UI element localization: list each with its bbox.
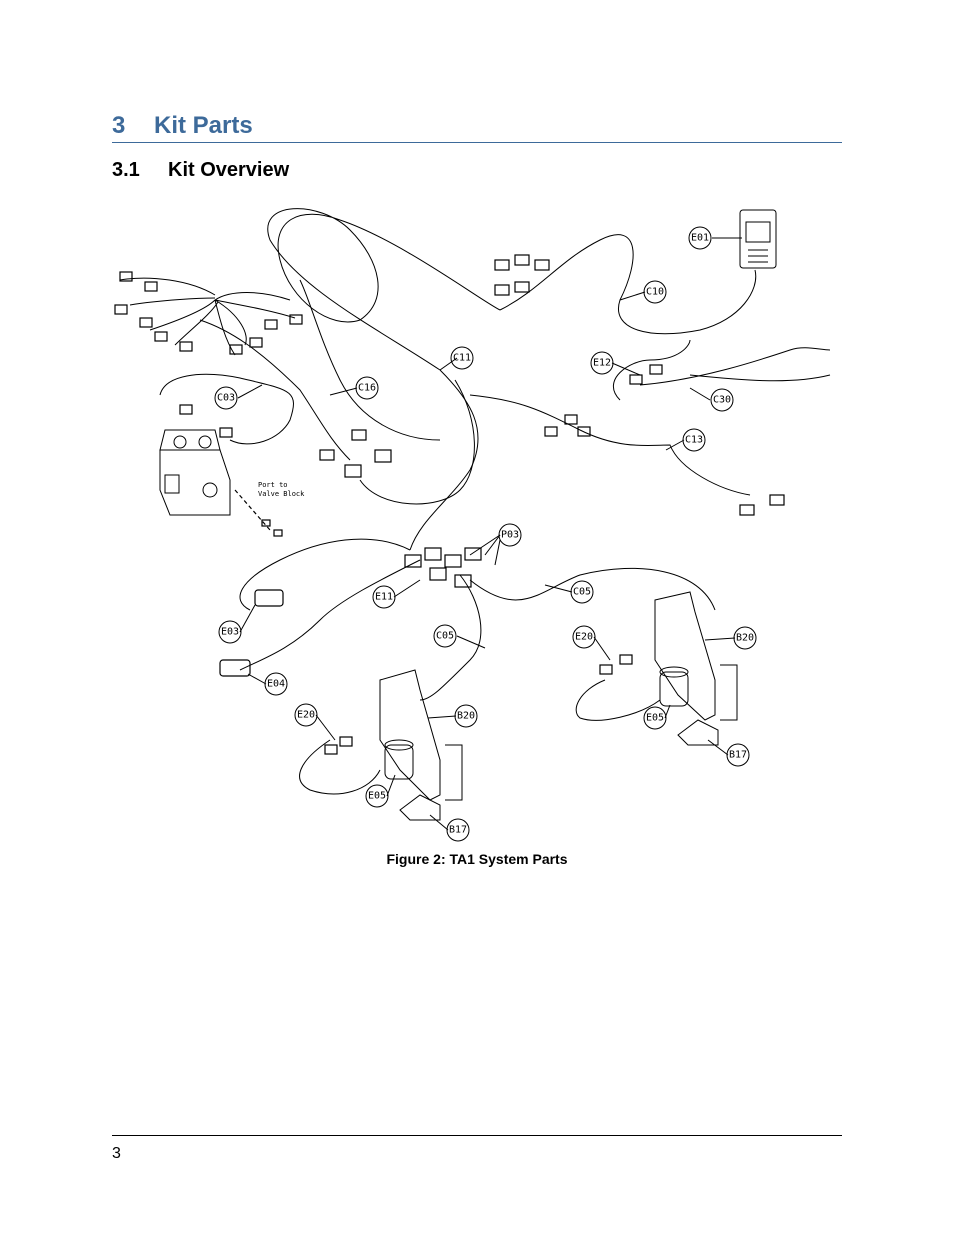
callout-circles xyxy=(214,226,757,842)
harness-e03 xyxy=(239,538,411,611)
callout-b17-left: B17 xyxy=(449,825,467,836)
callout-c30: C30 xyxy=(713,395,731,406)
harness-c13 xyxy=(469,394,751,496)
subsection-title: Kit Overview xyxy=(168,159,290,181)
harness-e20-right xyxy=(575,679,661,721)
callout-e20-left: E20 xyxy=(297,710,315,721)
callout-e05-left: E05 xyxy=(368,791,386,802)
bracket-assembly-right xyxy=(654,591,738,746)
callout-b20-right: B20 xyxy=(736,633,754,644)
bracket-assembly-left xyxy=(379,669,463,821)
footer-divider xyxy=(112,1135,842,1136)
harness-c30 xyxy=(639,347,831,386)
callout-e11: E11 xyxy=(375,592,393,603)
callout-e04: E04 xyxy=(267,679,285,690)
callout-c03: C03 xyxy=(217,393,235,404)
section-title: Kit Parts xyxy=(154,112,253,139)
figure-caption: Figure 2: TA1 System Parts xyxy=(386,851,568,867)
subsection-number: 3.1 xyxy=(112,159,140,181)
harness-e04 xyxy=(239,559,421,671)
callout-p03: P03 xyxy=(501,530,519,541)
harness-c10 xyxy=(499,234,757,335)
section-heading: 3 Kit Parts xyxy=(112,110,842,143)
callout-c16: C16 xyxy=(358,383,376,394)
callout-c11: C11 xyxy=(453,353,471,364)
callout-e05-right: E05 xyxy=(646,713,664,724)
note-port-line1: Port to xyxy=(258,481,288,489)
harness-c11-main xyxy=(409,369,479,551)
e01-display-unit xyxy=(739,209,777,269)
leader-lines xyxy=(237,237,742,831)
harness-c05-left xyxy=(419,574,482,701)
callout-b17-right: B17 xyxy=(729,750,747,761)
harness-e20-left xyxy=(299,739,381,795)
callout-b20-left: B20 xyxy=(457,711,475,722)
harness-c11-branch xyxy=(359,379,475,505)
kit-parts-diagram: E01 C10 C11 C16 C03 E12 C30 C13 P03 E11 … xyxy=(114,208,831,842)
harness-e12 xyxy=(613,339,691,401)
harness-c03 xyxy=(159,373,294,445)
callout-e20-right: E20 xyxy=(575,632,593,643)
harness-c05-right xyxy=(469,567,716,611)
connectors xyxy=(114,254,785,755)
callout-e12: E12 xyxy=(593,358,611,369)
callout-c05-right: C05 xyxy=(573,587,591,598)
page-number: 3 xyxy=(112,1145,121,1162)
note-port-line2: Valve Block xyxy=(258,490,305,498)
harness-c11-loop xyxy=(267,208,501,371)
harness-fan xyxy=(119,277,296,356)
callout-e03: E03 xyxy=(221,627,239,638)
callout-c05-left: C05 xyxy=(436,631,454,642)
subsection-heading: 3.1 Kit Overview xyxy=(112,157,289,183)
callout-c13: C13 xyxy=(685,435,703,446)
callout-c10: C10 xyxy=(646,287,664,298)
valve-block xyxy=(159,429,231,516)
section-number: 3 xyxy=(112,112,126,139)
callout-e01: E01 xyxy=(691,233,709,244)
harness-c16b xyxy=(199,319,351,461)
harness-c16 xyxy=(299,279,441,441)
